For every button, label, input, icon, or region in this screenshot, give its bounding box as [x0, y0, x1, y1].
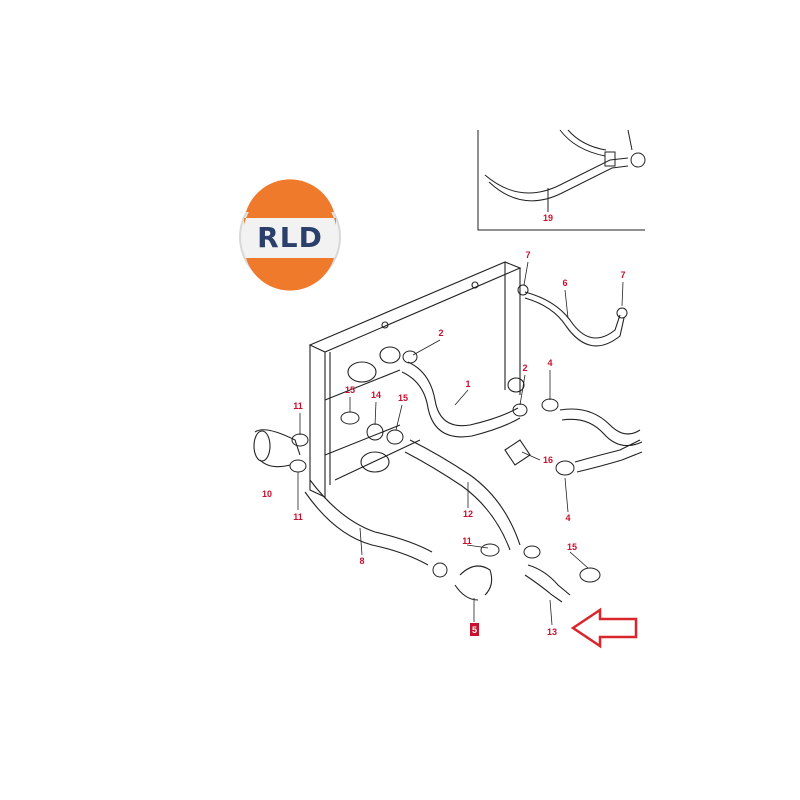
label-box — [470, 623, 479, 636]
radiator-frame — [308, 261, 525, 498]
label-part: 6 — [562, 278, 567, 288]
label-part: 8 — [359, 556, 364, 566]
label-part: 11 — [293, 401, 303, 411]
label-part: 16 — [543, 455, 553, 465]
label-part: 7 — [620, 270, 625, 280]
label-part: 1 — [465, 379, 470, 389]
label-part: 11 — [462, 536, 472, 546]
arrow-left-icon — [570, 607, 638, 649]
clamps — [289, 284, 628, 583]
label-part: 2 — [438, 328, 443, 338]
label-part: 19 — [543, 213, 553, 223]
rld-logo: RLD — [239, 179, 341, 291]
part-labels: 1 2 2 4 4 6 7 7 8 10 11 11 11 12 13 14 1… — [262, 213, 626, 637]
label-part: 2 — [522, 363, 527, 373]
leader-lines — [297, 261, 624, 626]
inset-detail — [477, 129, 646, 231]
label-part: 13 — [547, 627, 557, 637]
label-part: 12 — [463, 509, 473, 519]
label-part: 15 — [345, 385, 355, 395]
label-part: 15 — [567, 542, 577, 552]
label-part: 11 — [293, 512, 303, 522]
label-part-highlight: 5 — [472, 625, 477, 635]
label-part: 14 — [371, 390, 381, 400]
label-part: 4 — [565, 513, 570, 523]
label-part: 7 — [525, 250, 530, 260]
hoses — [253, 291, 643, 603]
label-part: 10 — [262, 489, 272, 499]
logo-text: RLD — [257, 221, 323, 254]
label-part: 4 — [547, 358, 552, 368]
label-part: 15 — [398, 393, 408, 403]
